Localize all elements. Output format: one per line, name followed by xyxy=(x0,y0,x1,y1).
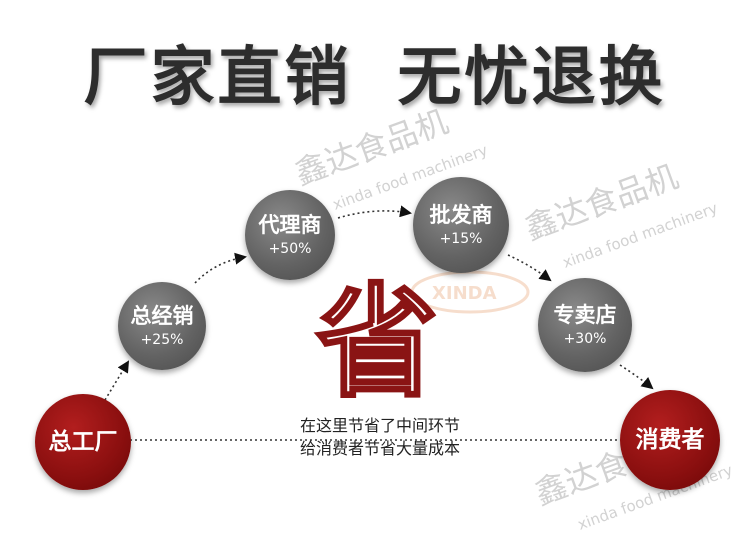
node-factory: 总工厂 xyxy=(35,394,131,490)
node-store-markup: +30% xyxy=(563,330,607,347)
headline-left: 厂家直销 xyxy=(83,41,352,115)
savings-caption: 在这里节省了中间环节 给消费者节省大量成本 xyxy=(230,414,530,460)
node-agent-label: 代理商 xyxy=(258,212,322,237)
page-headline: 厂家直销无忧退换 xyxy=(0,26,749,118)
watermark-logo-text: XINDA xyxy=(432,283,497,304)
node-wholesaler-label: 批发商 xyxy=(429,202,493,227)
node-store: 专卖店 +30% xyxy=(538,278,632,372)
node-distributor-label: 总经销 xyxy=(130,303,194,328)
node-consumer-label: 消费者 xyxy=(635,427,705,453)
center-character: 省 xyxy=(315,272,440,414)
arrow-agent-wholesaler xyxy=(337,205,412,219)
node-distributor-markup: +25% xyxy=(140,331,184,348)
arrow-wholesaler-store xyxy=(507,254,552,282)
node-store-label: 专卖店 xyxy=(553,302,617,327)
node-factory-label: 总工厂 xyxy=(48,429,118,455)
node-agent: 代理商 +50% xyxy=(245,190,335,280)
node-agent-markup: +50% xyxy=(268,240,312,257)
caption-line-2: 给消费者节省大量成本 xyxy=(299,439,460,458)
caption-line-1: 在这里节省了中间环节 xyxy=(299,416,460,435)
node-distributor: 总经销 +25% xyxy=(118,282,206,370)
arrow-factory-distributor xyxy=(104,360,130,401)
node-consumer: 消费者 xyxy=(620,390,720,490)
arrow-store-consumer xyxy=(619,364,654,390)
headline-right: 无忧退换 xyxy=(397,41,666,115)
node-wholesaler: 批发商 +15% xyxy=(413,177,509,273)
arrow-distributor-agent xyxy=(194,252,247,284)
node-wholesaler-markup: +15% xyxy=(439,230,483,247)
